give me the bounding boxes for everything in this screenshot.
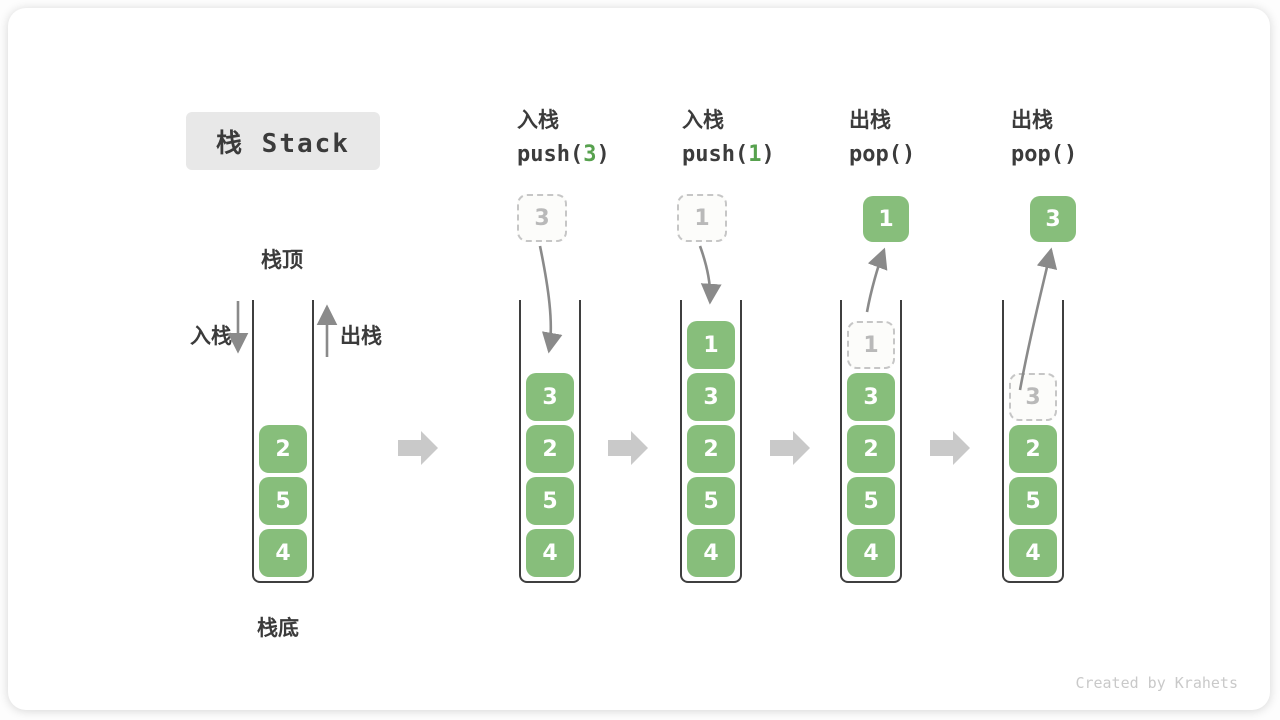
stack-item-ghost-1: 1 [847,321,895,369]
stack-bottom-label: 栈底 [257,616,299,640]
step-code-label: push(3) [517,142,610,167]
stack-item-4: 4 [526,529,574,577]
step-code-label: pop() [1011,142,1078,167]
stack-item-5: 5 [259,477,307,525]
stack-item-4: 4 [847,529,895,577]
floating-incoming-value-1: 1 [677,194,727,242]
floating-incoming-value-3: 3 [517,194,567,242]
step-4-header: 出栈 pop() [1011,108,1077,168]
floating-popped-value-3: 3 [1030,196,1076,242]
stack-item-2: 2 [687,425,735,473]
stack-item-2: 2 [526,425,574,473]
step-op-label: 出栈 [1011,108,1053,132]
stack-item-3: 3 [847,373,895,421]
stack-item-5: 5 [847,477,895,525]
stack-item-3: 3 [526,373,574,421]
push-direction-label: 入栈 [190,324,232,348]
step-code-label: pop() [849,142,916,167]
stack-item-2: 2 [259,425,307,473]
stack-item-2: 2 [847,425,895,473]
stack-item-3: 3 [687,373,735,421]
step-op-label: 入栈 [517,108,559,132]
stack-top-label: 栈顶 [261,248,303,272]
step-1-header: 入栈 push(3) [517,108,610,168]
step-op-label: 入栈 [682,108,724,132]
floating-popped-value-1: 1 [863,196,909,242]
pop-direction-label: 出栈 [340,324,382,348]
step-3-header: 出栈 pop() [849,108,915,168]
step-op-label: 出栈 [849,108,891,132]
stack-item-1: 1 [687,321,735,369]
stack-item-5: 5 [1009,477,1057,525]
step-code-label: push(1) [682,142,775,167]
stack-item-4: 4 [1009,529,1057,577]
stack-item-2: 2 [1009,425,1057,473]
diagram-title: 栈 Stack [186,112,380,170]
stack-item-5: 5 [687,477,735,525]
watermark: Created by Krahets [1075,674,1238,692]
stack-item-4: 4 [259,529,307,577]
stack-item-4: 4 [687,529,735,577]
step-2-header: 入栈 push(1) [682,108,775,168]
stack-item-ghost-3: 3 [1009,373,1057,421]
stack-item-5: 5 [526,477,574,525]
